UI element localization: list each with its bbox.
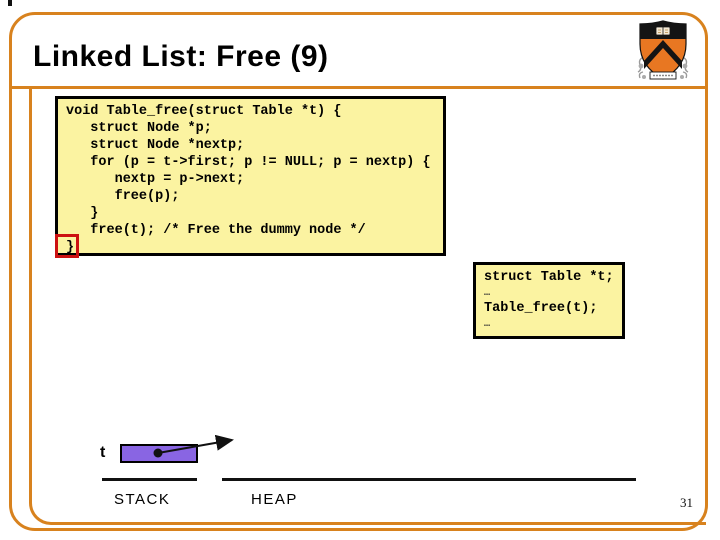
shield-motto-banner — [649, 71, 677, 80]
caller-ellipsis: … — [484, 319, 491, 330]
heap-label: HEAP — [251, 491, 298, 508]
princeton-shield-icon — [636, 20, 690, 87]
caller-ellipsis: … — [484, 288, 491, 299]
heap-region-line — [222, 478, 636, 481]
code-box-table-free: void Table_free(struct Table *t) { struc… — [55, 96, 446, 256]
dangling-pointer-arrow — [150, 431, 245, 466]
caller-line: Table_free(t); — [484, 301, 598, 316]
slide-title: Linked List: Free (9) — [33, 40, 329, 73]
stack-region-line — [102, 478, 197, 481]
corner-tick — [8, 0, 12, 6]
page-number: 31 — [680, 495, 693, 510]
current-line-highlight — [55, 234, 79, 258]
content-area-border — [29, 89, 706, 525]
shield-book-emblem — [655, 26, 671, 36]
caller-line: struct Table *t; — [484, 270, 614, 285]
pointer-variable-label: t — [100, 444, 106, 461]
stack-label: STACK — [114, 491, 171, 508]
title-separator-line — [10, 86, 707, 89]
code-text: void Table_free(struct Table *t) { struc… — [66, 104, 431, 255]
code-box-caller: struct Table *t; … Table_free(t); … — [473, 262, 625, 339]
slide-outer-border — [9, 12, 708, 531]
